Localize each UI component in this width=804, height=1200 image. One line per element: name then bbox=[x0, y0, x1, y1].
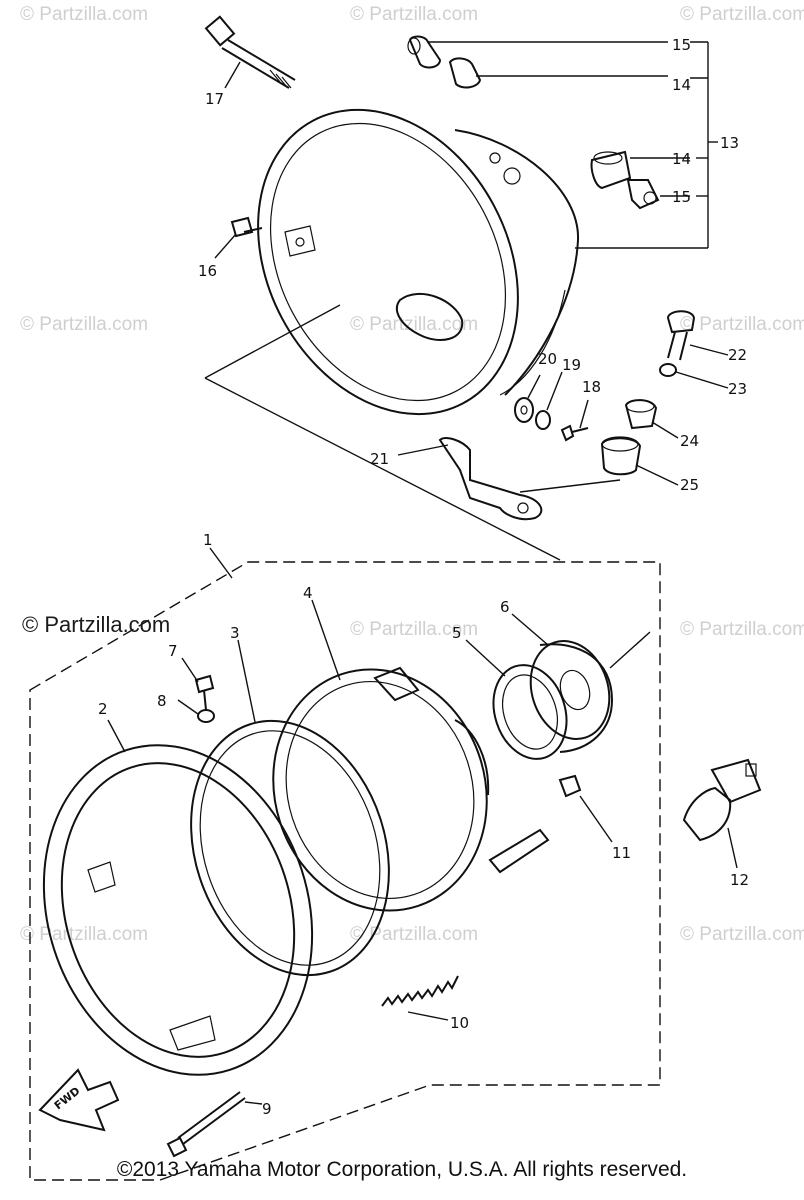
copyright-notice: ©2013 Yamaha Motor Corporation, U.S.A. A… bbox=[116, 1158, 688, 1181]
forward-arrow: FWD bbox=[38, 1068, 120, 1132]
callout-6: 6 bbox=[500, 598, 510, 616]
callout-15: 15 bbox=[672, 36, 691, 54]
callouts: 1 2 3 4 5 6 7 8 9 10 11 12 13 14 14 15 1… bbox=[98, 36, 749, 1118]
mount-hardware bbox=[600, 310, 696, 476]
partzilla-brand-label: © Partzilla.com bbox=[22, 612, 171, 637]
fwd-label: FWD bbox=[52, 1084, 83, 1112]
bushing-set-top bbox=[407, 35, 482, 89]
callout-3: 3 bbox=[230, 624, 240, 642]
callout-13: 13 bbox=[720, 134, 739, 152]
callout-14: 14 bbox=[672, 150, 691, 168]
callout-8: 8 bbox=[157, 692, 167, 710]
callout-11: 11 bbox=[612, 844, 631, 862]
watermark: © Partzilla.com bbox=[680, 924, 804, 945]
callout-12: 12 bbox=[730, 871, 749, 889]
headlight-housing bbox=[257, 108, 580, 416]
callout-1: 1 bbox=[203, 531, 213, 549]
callout-23: 23 bbox=[728, 380, 747, 398]
callout-22: 22 bbox=[728, 346, 747, 364]
callout-9: 9 bbox=[262, 1100, 272, 1118]
callout-4: 4 bbox=[303, 584, 313, 602]
callout-15: 15 bbox=[672, 188, 691, 206]
watermark: © Partzilla.com bbox=[350, 619, 478, 640]
bracket-21 bbox=[438, 437, 543, 521]
spring-10 bbox=[381, 975, 459, 1007]
callout-7: 7 bbox=[168, 642, 178, 660]
washer-set bbox=[514, 397, 589, 442]
watermark: © Partzilla.com bbox=[350, 4, 478, 25]
watermark: © Partzilla.com bbox=[20, 4, 148, 25]
watermark: © Partzilla.com bbox=[350, 314, 478, 335]
leader-lines bbox=[107, 41, 738, 1105]
callout-16: 16 bbox=[198, 262, 217, 280]
callout-14: 14 bbox=[672, 76, 691, 94]
bolt-17 bbox=[204, 15, 296, 89]
socket-cover-6 bbox=[529, 640, 614, 753]
callout-19: 19 bbox=[562, 356, 581, 374]
callout-18: 18 bbox=[582, 378, 601, 396]
watermark: © Partzilla.com bbox=[680, 619, 804, 640]
ring-3 bbox=[190, 719, 390, 977]
callout-10: 10 bbox=[450, 1014, 469, 1032]
watermark: © Partzilla.com bbox=[350, 924, 478, 945]
screw-9 bbox=[166, 1091, 246, 1158]
watermarks: © Partzilla.com © Partzilla.com © Partzi… bbox=[20, 4, 804, 945]
callout-17: 17 bbox=[205, 90, 224, 108]
socket-ring-5 bbox=[492, 664, 568, 760]
callout-20: 20 bbox=[538, 350, 557, 368]
bushing-set-right bbox=[590, 150, 660, 210]
screw-7-8 bbox=[194, 674, 215, 723]
screw-16 bbox=[230, 216, 263, 238]
callout-24: 24 bbox=[680, 432, 699, 450]
watermark: © Partzilla.com bbox=[20, 924, 148, 945]
callout-5: 5 bbox=[452, 624, 462, 642]
bulb-12 bbox=[682, 758, 762, 842]
adjuster-11 bbox=[488, 774, 582, 874]
sealed-beam-4 bbox=[272, 666, 490, 912]
rim-2 bbox=[42, 744, 314, 1076]
callout-2: 2 bbox=[98, 700, 108, 718]
callout-21: 21 bbox=[370, 450, 389, 468]
callout-25: 25 bbox=[680, 476, 699, 494]
watermark: © Partzilla.com bbox=[20, 314, 148, 335]
assembly-boundary bbox=[29, 561, 661, 1181]
watermark: © Partzilla.com bbox=[680, 314, 804, 335]
watermark: © Partzilla.com bbox=[680, 4, 804, 25]
